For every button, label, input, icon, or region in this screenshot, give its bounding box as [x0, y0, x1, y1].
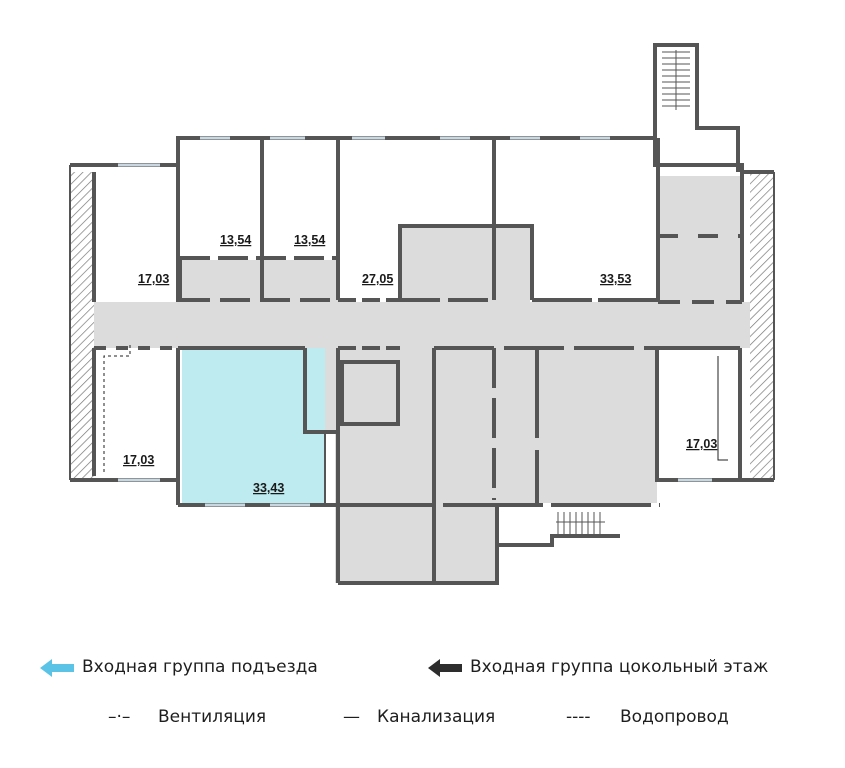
room-area-label: 17,03 [686, 437, 717, 451]
hatched-wall-left [70, 172, 94, 480]
room-area-label: 33,43 [253, 481, 284, 495]
hatched-wall-right [750, 172, 774, 480]
legend-water-symbol: ---- [566, 707, 591, 727]
walls [69, 43, 775, 585]
room-area-label: 17,03 [138, 272, 169, 286]
legend-entrance-basement: Входная группа цокольный этаж [470, 657, 769, 677]
room-area-label: 17,03 [123, 453, 154, 467]
room-area-label: 13,54 [294, 233, 325, 247]
legend-ventilation: Вентиляция [158, 707, 267, 727]
floor-plan: 13,54 13,54 17,03 27,05 33,53 17,03 33,4… [69, 43, 775, 585]
staircase-top [662, 50, 690, 110]
arrow-left-icon [40, 659, 74, 677]
room-area-label: 33,53 [600, 272, 631, 286]
room-area-label: 27,05 [362, 272, 393, 286]
legend-sewage: Канализация [377, 707, 496, 727]
legend-sewage-symbol: — [343, 707, 360, 727]
room-area-label: 13,54 [220, 233, 251, 247]
water-line [103, 345, 131, 472]
highlighted-room [182, 348, 325, 503]
sewage-line [717, 356, 728, 461]
legend-ventilation-symbol: –·– [108, 707, 131, 727]
legend-entrance-lobby: Входная группа подъезда [82, 657, 318, 677]
legend-water: Водопровод [620, 707, 729, 727]
arrow-left-icon [428, 659, 462, 677]
windows [118, 136, 712, 507]
staircase-bottom [556, 512, 605, 534]
